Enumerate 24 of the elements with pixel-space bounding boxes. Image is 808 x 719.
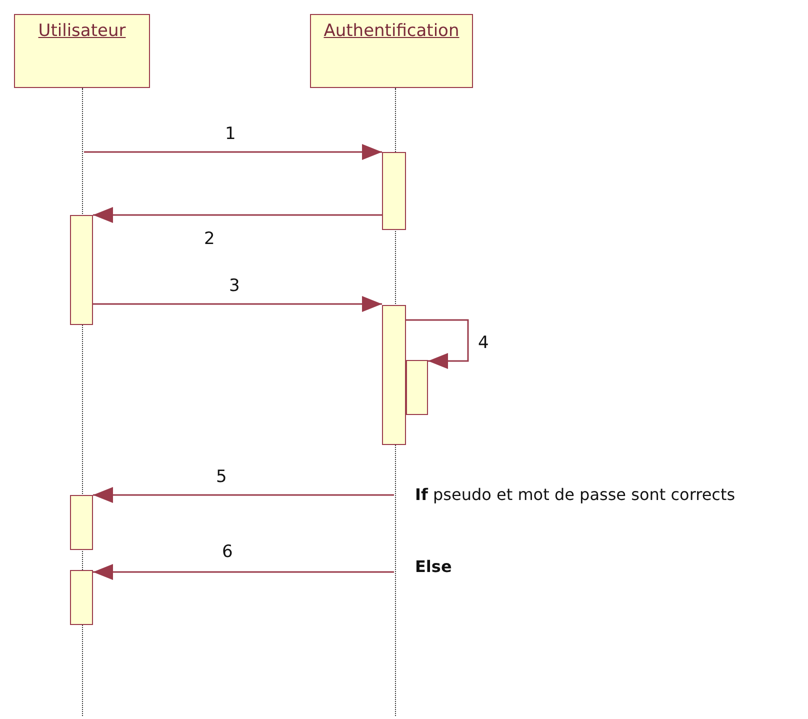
message-number: 1 — [225, 124, 236, 144]
lifeline-header-box — [14, 14, 150, 88]
lifeline-name: Authentification — [324, 21, 460, 41]
message-arrow — [93, 487, 394, 503]
lifeline-header-box — [310, 14, 473, 88]
message-arrow — [406, 319, 469, 369]
message-number: 4 — [478, 333, 489, 353]
activation-bar — [382, 305, 406, 445]
message-number: 2 — [204, 229, 215, 249]
activation-bar — [382, 152, 406, 230]
message-number: 5 — [216, 467, 227, 487]
activation-bar — [70, 570, 93, 625]
guard-condition: Else — [415, 557, 452, 576]
message-arrow — [93, 564, 394, 580]
activation-bar — [70, 215, 93, 325]
activation-bar — [70, 495, 93, 550]
lifeline-name: Utilisateur — [38, 21, 126, 41]
guard-condition: If pseudo et mot de passe sont corrects — [415, 485, 736, 504]
message-arrow — [84, 144, 382, 160]
message-number: 3 — [229, 276, 240, 296]
message-arrow — [93, 207, 382, 223]
activation-bar — [406, 360, 428, 415]
message-number: 6 — [222, 542, 233, 562]
message-arrow — [93, 296, 382, 312]
